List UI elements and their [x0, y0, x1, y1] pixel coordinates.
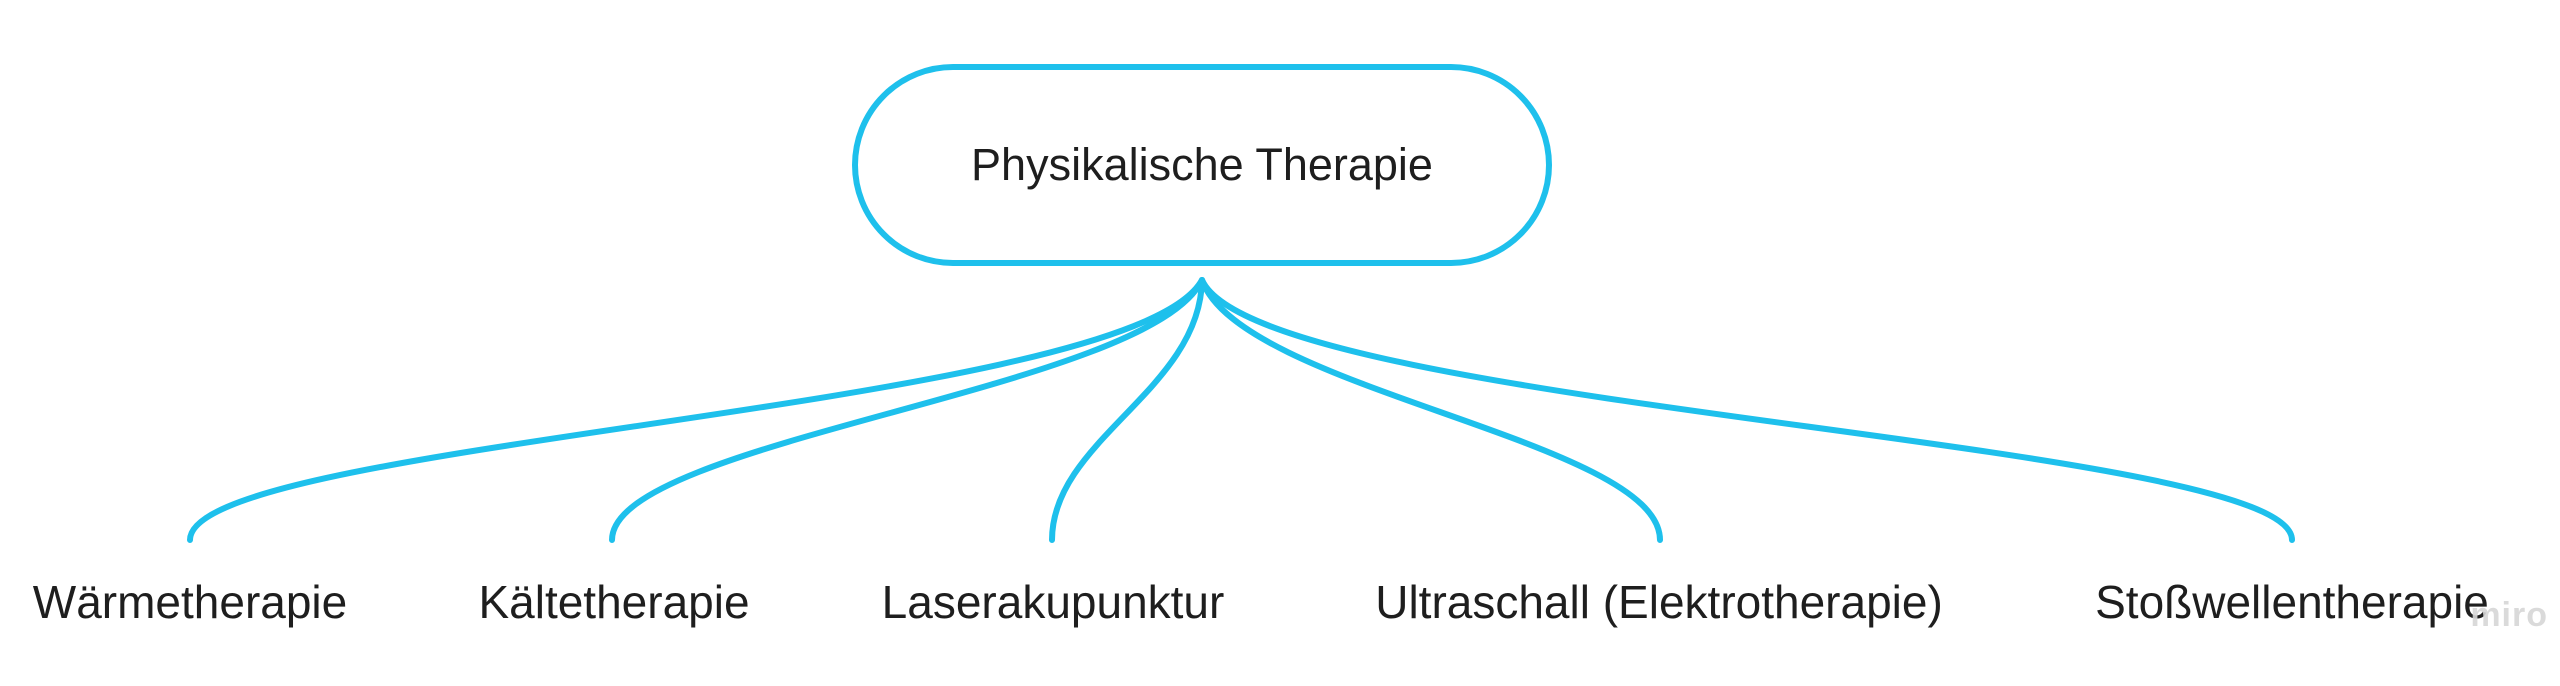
miro-watermark-logo: miro	[2470, 596, 2548, 634]
child-node-ultraschall[interactable]: Ultraschall (Elektrotherapie)	[1375, 576, 1943, 628]
connector-kaeltetherapie	[609, 277, 1205, 543]
root-node[interactable]: Physikalische Therapie	[852, 64, 1552, 266]
child-node-laserakupunktur[interactable]: Laserakupunktur	[881, 576, 1225, 628]
connector-waermetherapie	[187, 277, 1205, 543]
connector-stosswellentherapie	[1199, 277, 2295, 543]
connector-ultraschall	[1199, 277, 1663, 543]
child-node-stosswellentherapie[interactable]: Stoßwellentherapie	[2095, 576, 2489, 628]
root-node-label: Physikalische Therapie	[971, 139, 1433, 190]
child-node-kaeltetherapie[interactable]: Kältetherapie	[478, 576, 750, 628]
child-node-waermetherapie[interactable]: Wärmetherapie	[32, 576, 348, 628]
connector-laserakupunktur	[1049, 277, 1205, 543]
